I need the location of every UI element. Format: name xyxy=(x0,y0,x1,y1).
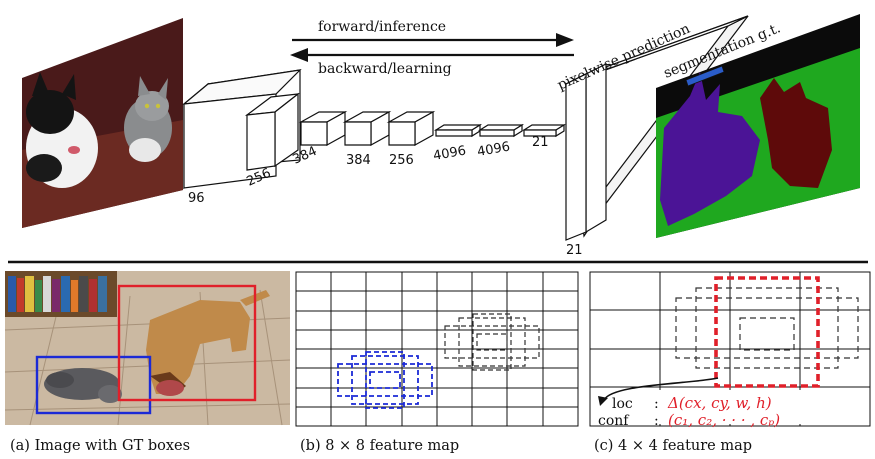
layer-box-384b xyxy=(342,110,392,147)
conf-value: (c₁, c₂, · · · , cₚ) xyxy=(668,411,780,429)
panel-c-matched-box xyxy=(714,276,820,388)
forward-arrow xyxy=(292,33,574,47)
panel-b-default-boxes-blue xyxy=(337,351,433,409)
layer-box-256b xyxy=(386,110,436,147)
pred-channels-label: 21 xyxy=(566,243,583,258)
panel-a-image xyxy=(4,271,291,426)
input-image xyxy=(22,18,183,228)
layer-box-256a xyxy=(244,92,301,171)
layer-label-21: 21 xyxy=(532,135,549,150)
layer-box-21 xyxy=(521,123,567,138)
conf-colon: : xyxy=(654,413,659,429)
panel-b-default-boxes-black xyxy=(444,313,540,371)
loc-colon: : xyxy=(654,396,659,412)
forward-label: forward/inference xyxy=(318,19,446,35)
panel-a-caption: (a) Image with GT boxes xyxy=(10,438,190,454)
backward-label: backward/learning xyxy=(318,61,452,77)
panel-b-grid xyxy=(295,271,579,427)
layer-label-4096a: 4096 xyxy=(432,143,467,164)
layer-label-96: 96 xyxy=(188,191,205,206)
panel-c-default-boxes xyxy=(675,287,859,369)
panel-c-caption: (c) 4 × 4 feature map xyxy=(594,438,752,454)
layer-label-4096b: 4096 xyxy=(476,139,511,160)
panel-c-annotation: loc : Δ(cx, cy, w, h) conf : (c₁, c₂, · … xyxy=(594,377,850,429)
layer-box-4096a xyxy=(433,123,483,138)
fcn-diagram: 96 256 384 384 256 4096 4096 21 forward/… xyxy=(22,14,860,258)
segmentation-gt-image xyxy=(656,14,860,238)
loc-key: loc xyxy=(612,396,633,412)
conf-key: conf xyxy=(598,413,630,429)
layer-box-4096b xyxy=(477,123,525,138)
layer-label-384b: 384 xyxy=(346,153,371,168)
gt-box-cat xyxy=(35,355,152,415)
loc-value: Δ(cx, cy, w, h) xyxy=(667,394,772,412)
layer-box-384a xyxy=(298,110,348,147)
layer-label-256b: 256 xyxy=(389,153,414,168)
gt-box-dog xyxy=(117,284,257,402)
backward-arrow xyxy=(290,48,574,62)
panel-b-caption: (b) 8 × 8 feature map xyxy=(300,438,459,454)
